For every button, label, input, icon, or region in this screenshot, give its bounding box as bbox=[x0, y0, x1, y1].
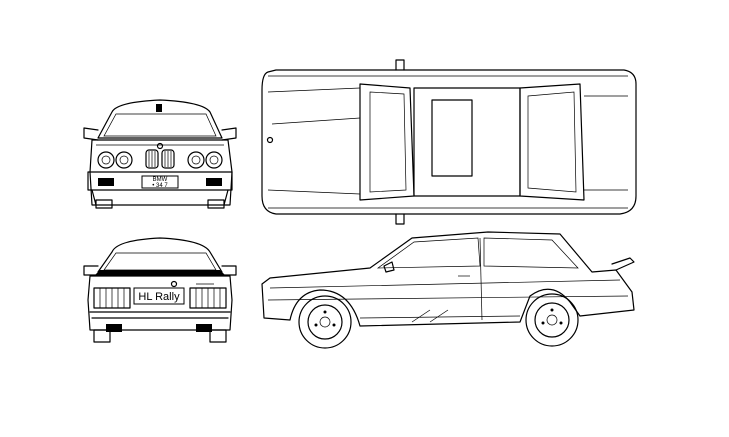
rear-view: HL Rally bbox=[83, 237, 237, 343]
front-plate-line1: BMW bbox=[153, 177, 168, 183]
top-view bbox=[261, 59, 637, 225]
rear-plate-text: HL Rally bbox=[138, 291, 180, 303]
front-plate-line2: • 34 7 bbox=[152, 183, 168, 189]
side-view bbox=[261, 231, 635, 349]
front-view: BMW • 34 7 bbox=[83, 99, 237, 209]
